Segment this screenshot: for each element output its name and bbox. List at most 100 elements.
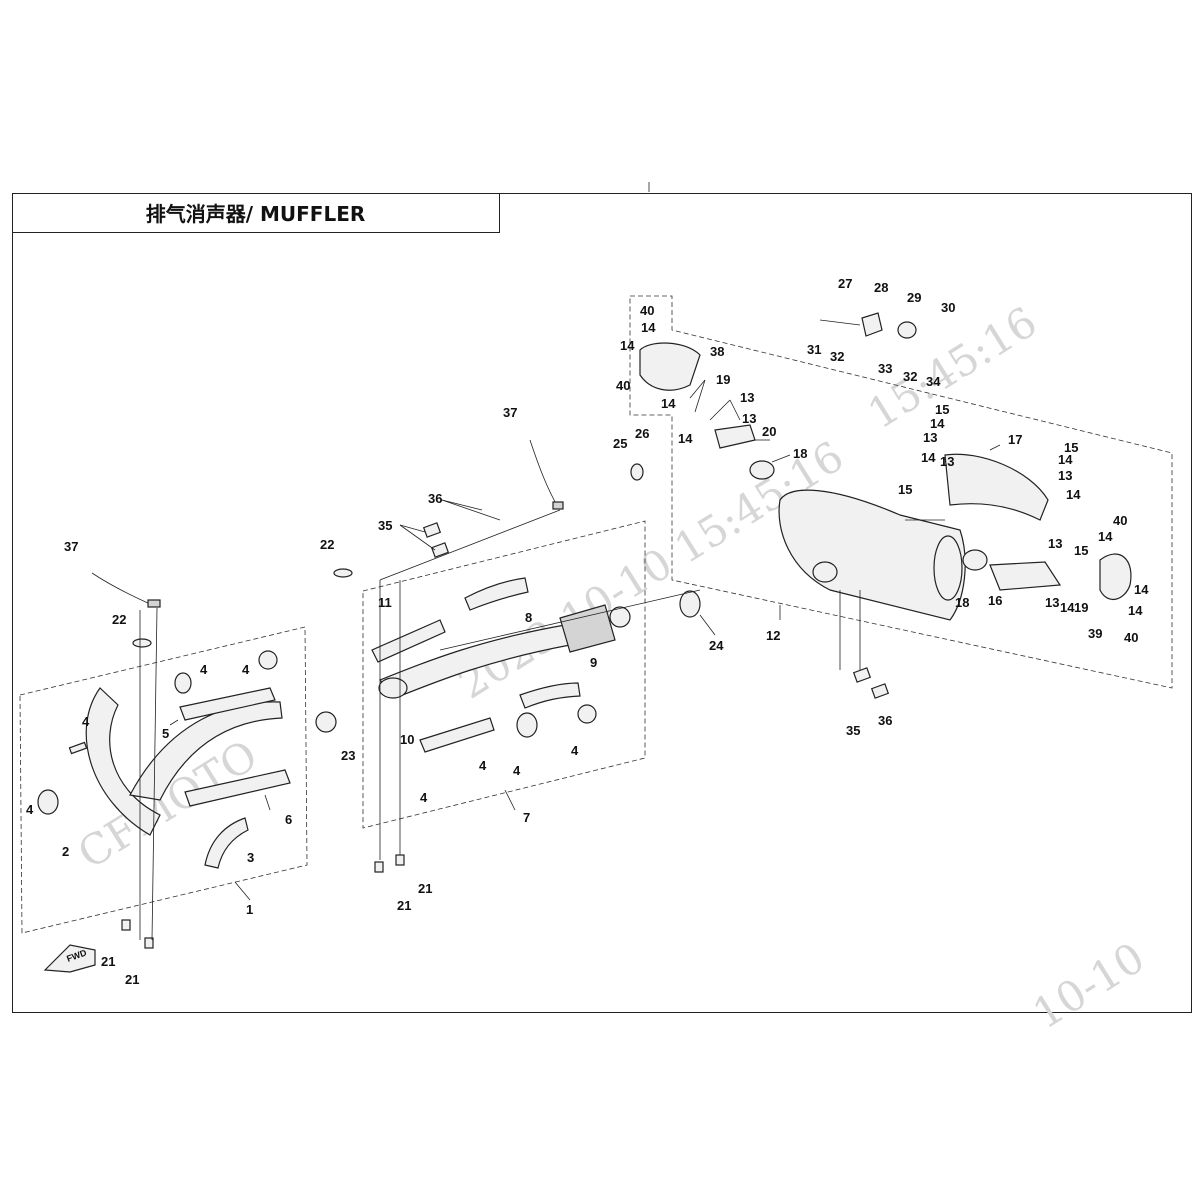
- group-outline-7: [362, 520, 646, 829]
- callout-38: 38: [710, 344, 724, 359]
- callout-36: 36: [878, 713, 892, 728]
- callout-5: 5: [162, 726, 169, 741]
- callout-13: 13: [923, 430, 937, 445]
- callout-15: 15: [1074, 543, 1088, 558]
- diagram-frame: [12, 193, 1192, 1013]
- callout-labels: 1 2 3 4 4 4 4 4 4 4 4 5 6 7 8 9 10 11 12…: [26, 276, 1149, 987]
- part-37-oxygen-sensor: [147, 599, 161, 608]
- part-4-bolt: [68, 741, 88, 755]
- callout-26: 26: [635, 426, 649, 441]
- callout-23: 23: [341, 748, 355, 763]
- part-37-oxygen-sensor: [552, 501, 564, 510]
- group-outlines: [19, 295, 1173, 934]
- callout-18: 18: [955, 595, 969, 610]
- fwd-arrow-shape: [43, 944, 96, 973]
- callout-10: 10: [400, 732, 414, 747]
- fwd-arrow: FWD: [43, 944, 96, 973]
- inlet-flange: [378, 677, 408, 699]
- callout-20: 20: [762, 424, 776, 439]
- part-4-clamp: [577, 704, 597, 724]
- callout-14: 14: [1128, 603, 1143, 618]
- callout-13: 13: [1048, 536, 1062, 551]
- callout-11: 11: [378, 595, 392, 610]
- callout-14: 14: [661, 396, 676, 411]
- callout-13: 13: [1045, 595, 1059, 610]
- callout-13: 13: [940, 454, 954, 469]
- part-37-sensor-cable: [91, 572, 151, 605]
- callout-34: 34: [926, 374, 941, 389]
- callout-15: 15: [1064, 440, 1078, 455]
- part-21-nut: [144, 937, 154, 949]
- callout-35: 35: [378, 518, 392, 533]
- part-4-clamp: [174, 672, 192, 694]
- part-29-grommet: [897, 321, 917, 339]
- title-box: 排气消声器/ MUFFLER: [12, 193, 500, 233]
- part-6-heat-shield: [184, 769, 291, 807]
- callout-22: 22: [320, 537, 334, 552]
- callout-9: 9: [590, 655, 597, 670]
- callout-4: 4: [513, 763, 521, 778]
- part-4-clamp: [516, 712, 538, 738]
- part-8-heat-shield: [464, 577, 529, 611]
- part-20-pipe: [714, 424, 756, 449]
- part-22-washer: [132, 638, 152, 648]
- callout-4: 4: [82, 714, 90, 729]
- part-35-spring: [422, 522, 442, 538]
- part-4-clamp: [37, 789, 59, 815]
- callout-40: 40: [616, 378, 630, 393]
- callout-39: 39: [1088, 626, 1102, 641]
- part-18-gasket: [749, 460, 775, 480]
- callout-14: 14: [1060, 600, 1075, 615]
- part-35-spring: [430, 542, 450, 558]
- part-1-header-pipe: [129, 701, 283, 801]
- callout-30: 30: [941, 300, 955, 315]
- callout-29: 29: [907, 290, 921, 305]
- part-7-outlet-flange: [609, 606, 631, 628]
- callout-4: 4: [200, 662, 208, 677]
- callout-21: 21: [101, 954, 115, 969]
- part-5-heat-shield: [179, 687, 276, 721]
- part-35-spring: [852, 667, 872, 683]
- callout-19: 19: [716, 372, 730, 387]
- callout-7: 7: [523, 810, 530, 825]
- callout-32: 32: [830, 349, 844, 364]
- part-27-bolt: [819, 319, 861, 326]
- part-22-washer: [333, 568, 353, 578]
- callout-3: 3: [247, 850, 254, 865]
- callout-1: 1: [246, 902, 253, 917]
- callout-27: 27: [838, 276, 852, 291]
- part-35-spring: [870, 683, 890, 699]
- callout-31: 31: [807, 342, 821, 357]
- muffler-end-cap: [933, 535, 963, 601]
- callout-37: 37: [64, 539, 78, 554]
- callout-14: 14: [678, 431, 693, 446]
- callout-18: 18: [793, 446, 807, 461]
- callout-4: 4: [242, 662, 250, 677]
- part-12-muffler-body: [778, 489, 966, 621]
- callout-32: 32: [903, 369, 917, 384]
- callout-4: 4: [420, 790, 428, 805]
- leader-lines: [139, 379, 1001, 941]
- part-7-catalytic-converter: [559, 604, 616, 653]
- part-10-heat-shield: [419, 717, 495, 753]
- callout-15: 15: [898, 482, 912, 497]
- part-21-nut: [395, 854, 405, 866]
- callout-14: 14: [930, 416, 945, 431]
- part-28-bracket: [861, 312, 883, 337]
- callout-15: 15: [935, 402, 949, 417]
- callout-12: 12: [766, 628, 780, 643]
- callout-40: 40: [640, 303, 654, 318]
- part-21-nut: [121, 919, 131, 931]
- callout-4: 4: [479, 758, 487, 773]
- part-18-gasket: [962, 549, 988, 571]
- callout-21: 21: [125, 972, 139, 987]
- part-9-heat-shield: [519, 682, 581, 709]
- callout-21: 21: [397, 898, 411, 913]
- callout-8: 8: [525, 610, 532, 625]
- callout-6: 6: [285, 812, 292, 827]
- part-37-sensor-cable: [529, 439, 559, 508]
- part-39-end-cover: [1099, 553, 1132, 601]
- callout-28: 28: [874, 280, 888, 295]
- callout-25: 25: [613, 436, 627, 451]
- part-3-heat-shield: [204, 817, 249, 869]
